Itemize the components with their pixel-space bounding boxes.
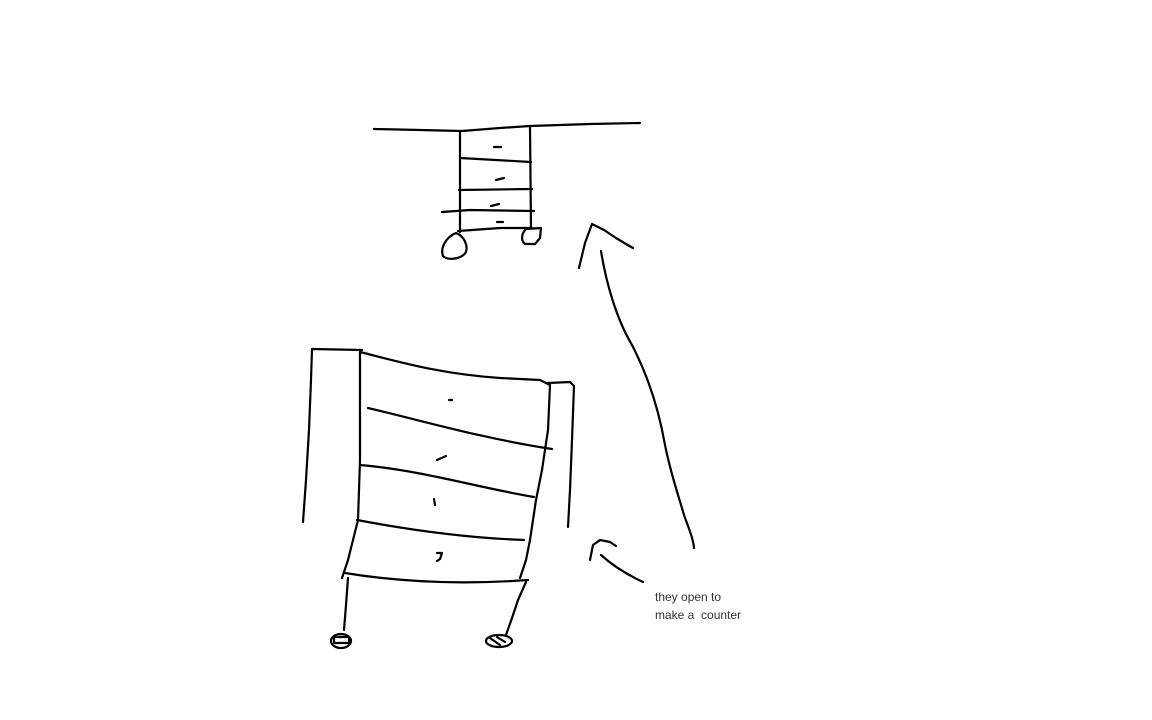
drawer-handle-2 (494, 176, 506, 182)
drawer-handle-3 (489, 202, 501, 208)
dresser-drawer-line-1 (366, 406, 554, 451)
dresser-top-edge (358, 350, 552, 387)
dresser-right-edge (518, 383, 552, 580)
dresser-bottom-line (343, 571, 530, 584)
annotation-line-2: make a counter (655, 608, 742, 622)
dresser-handle-3 (432, 497, 437, 507)
annotation-text: they open to make a counter (655, 588, 785, 624)
drawer-unit-right-side (528, 125, 533, 230)
dresser-handle-4 (435, 551, 444, 563)
right-side-panel (546, 380, 576, 529)
caption-arrow-shaft (599, 553, 645, 584)
caster-wheel-right (520, 226, 543, 246)
caster-wheel-left (441, 231, 468, 260)
annotation-line-1: they open to (655, 590, 722, 604)
drawer-divider-3 (440, 208, 536, 214)
caster-wheel-bottom-right-inner (488, 635, 507, 647)
transform-arrow-shaft (599, 249, 696, 550)
drawer-divider-1 (458, 156, 533, 164)
caster-wheel-bottom-left (329, 632, 353, 650)
caster-wheel-bottom-left-inner (332, 635, 351, 645)
drawer-divider-2 (457, 187, 534, 192)
open-counter-sketch (372, 121, 642, 260)
drawer-bottom-line (456, 226, 534, 233)
transform-arrow-head (577, 222, 635, 270)
counter-top-line (372, 121, 642, 133)
left-side-panel (301, 347, 364, 524)
dresser-handle-2 (435, 454, 448, 462)
dresser-left-edge (340, 350, 362, 580)
dresser-drawer-line-3 (355, 518, 526, 542)
dresser-drawer-line-2 (358, 463, 536, 499)
caster-wheel-bottom-right (484, 633, 514, 649)
caption-arrow-head (588, 538, 618, 562)
closed-dresser-sketch (301, 347, 576, 650)
dresser-leg-left (342, 576, 350, 632)
dresser-leg-right (504, 580, 528, 637)
